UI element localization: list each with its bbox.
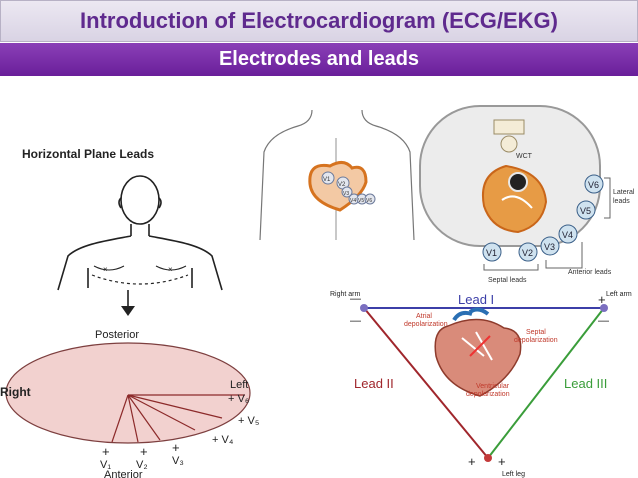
svg-text:V5: V5 [580, 206, 591, 216]
svg-text:V5: V5 [358, 198, 364, 204]
svg-text:V6: V6 [588, 180, 599, 190]
v6-label: + V₆ [228, 393, 249, 405]
precordial-electrodes: V1 V2 V3 V4 V5 V6 [482, 174, 604, 262]
svg-text:V6: V6 [366, 198, 372, 204]
einthoven-triangle-figure: Right arm Left arm — + — — Lead I Lead I… [330, 291, 632, 478]
electrode-v5 [576, 200, 596, 220]
lead3-line [487, 307, 605, 459]
left-nipple: × [103, 265, 108, 274]
septal-leads-label: Septal leads [488, 277, 527, 284]
svg-text:V4: V4 [562, 230, 573, 240]
lead3-label: Lead III [564, 376, 607, 391]
svg-text:V1: V1 [486, 248, 497, 258]
v3-label: V₃ [172, 455, 184, 467]
left-arm-plus: + [598, 292, 606, 307]
heart-cross-section [482, 164, 548, 234]
horizontal-plane-heading: Horizontal Plane Leads [22, 147, 154, 161]
svg-text:V4: V4 [350, 198, 356, 204]
left-leg-label: Left leg [502, 471, 525, 478]
lead1-label: Lead I [458, 292, 494, 307]
left-leg-plus-left: + [468, 454, 476, 469]
right-arm-minus-top: — [350, 293, 361, 305]
v5-label: + V₅ [238, 415, 259, 427]
electrode-v4 [558, 224, 578, 244]
atrial-label-1: Atrial [416, 313, 432, 320]
svg-text:V2: V2 [522, 248, 533, 258]
down-arrow [121, 290, 135, 316]
right-nipple: × [168, 265, 173, 274]
wct-label: WCT [516, 153, 533, 160]
horizontal-plane-figure: Horizontal Plane Leads × × Posterior Rig… [0, 147, 259, 478]
lateral-leads-label-1: Lateral [613, 189, 635, 196]
slide-title: Introduction of Electrocardiogram (ECG/E… [80, 8, 558, 33]
svg-text:V2: V2 [338, 182, 346, 188]
vertebra [493, 119, 525, 153]
right-arm-label: Right arm [330, 291, 361, 298]
v4-label: + V₄ [212, 434, 234, 446]
horizontal-plane-disc [5, 342, 251, 444]
electrode-v6 [584, 174, 604, 194]
left-arm-minus: — [598, 315, 609, 327]
chest-electrodes: V1 V2 V3 V4 V5 V6 [321, 171, 376, 205]
left-arm-label: Left arm [606, 291, 632, 298]
v1-plus: + [102, 444, 110, 459]
v3-plus: + [172, 440, 180, 455]
v2-plus: + [140, 444, 148, 459]
left-label: Left [230, 379, 248, 391]
left-arm-electrode [600, 304, 608, 312]
slide-subtitle-bar: Electrodes and leads [0, 43, 638, 76]
right-label: Right [0, 385, 31, 399]
bracket-lines [483, 177, 611, 271]
cross-section-figure: WCT V1 V2 V3 V4 V5 V6 Lateral leads Ante… [419, 105, 635, 284]
ventricular-label-2: depolarization [466, 391, 510, 398]
slide-subtitle: Electrodes and leads [218, 48, 420, 70]
heart-depolarization-image [434, 307, 522, 397]
lead2-label: Lead II [354, 376, 394, 391]
electrode-v3 [540, 236, 560, 256]
anterior-leads-label: Anterior leads [568, 269, 612, 276]
lead2-line [363, 307, 489, 459]
electrode-v2 [518, 242, 538, 262]
svg-text:V3: V3 [544, 242, 555, 252]
anterior-label: Anterior [104, 469, 143, 478]
septal-label-2: depolarization [514, 337, 558, 344]
lateral-leads-label-2: leads [613, 198, 630, 205]
torso-electrodes-figure: V1 V2 V3 V4 V5 V6 [259, 109, 415, 240]
left-leg-plus-right: + [498, 454, 506, 469]
right-arm-electrode [360, 304, 368, 312]
electrode-v1 [482, 242, 502, 262]
ventricular-label-1: Ventricular [476, 383, 510, 390]
v2-label: V₂ [136, 459, 148, 471]
torso-outline [57, 175, 223, 291]
posterior-label: Posterior [95, 329, 139, 341]
svg-text:V1: V1 [323, 177, 331, 183]
right-arm-minus: — [350, 315, 361, 327]
lead-vector-lines [111, 394, 245, 443]
septal-label-1: Septal [526, 329, 546, 336]
svg-text:V3: V3 [343, 191, 349, 197]
slide-title-bar: Introduction of Electrocardiogram (ECG/E… [0, 0, 638, 42]
atrial-label-2: depolarization [404, 321, 448, 328]
left-leg-electrode [484, 454, 492, 462]
v1-label: V₁ [100, 459, 111, 471]
